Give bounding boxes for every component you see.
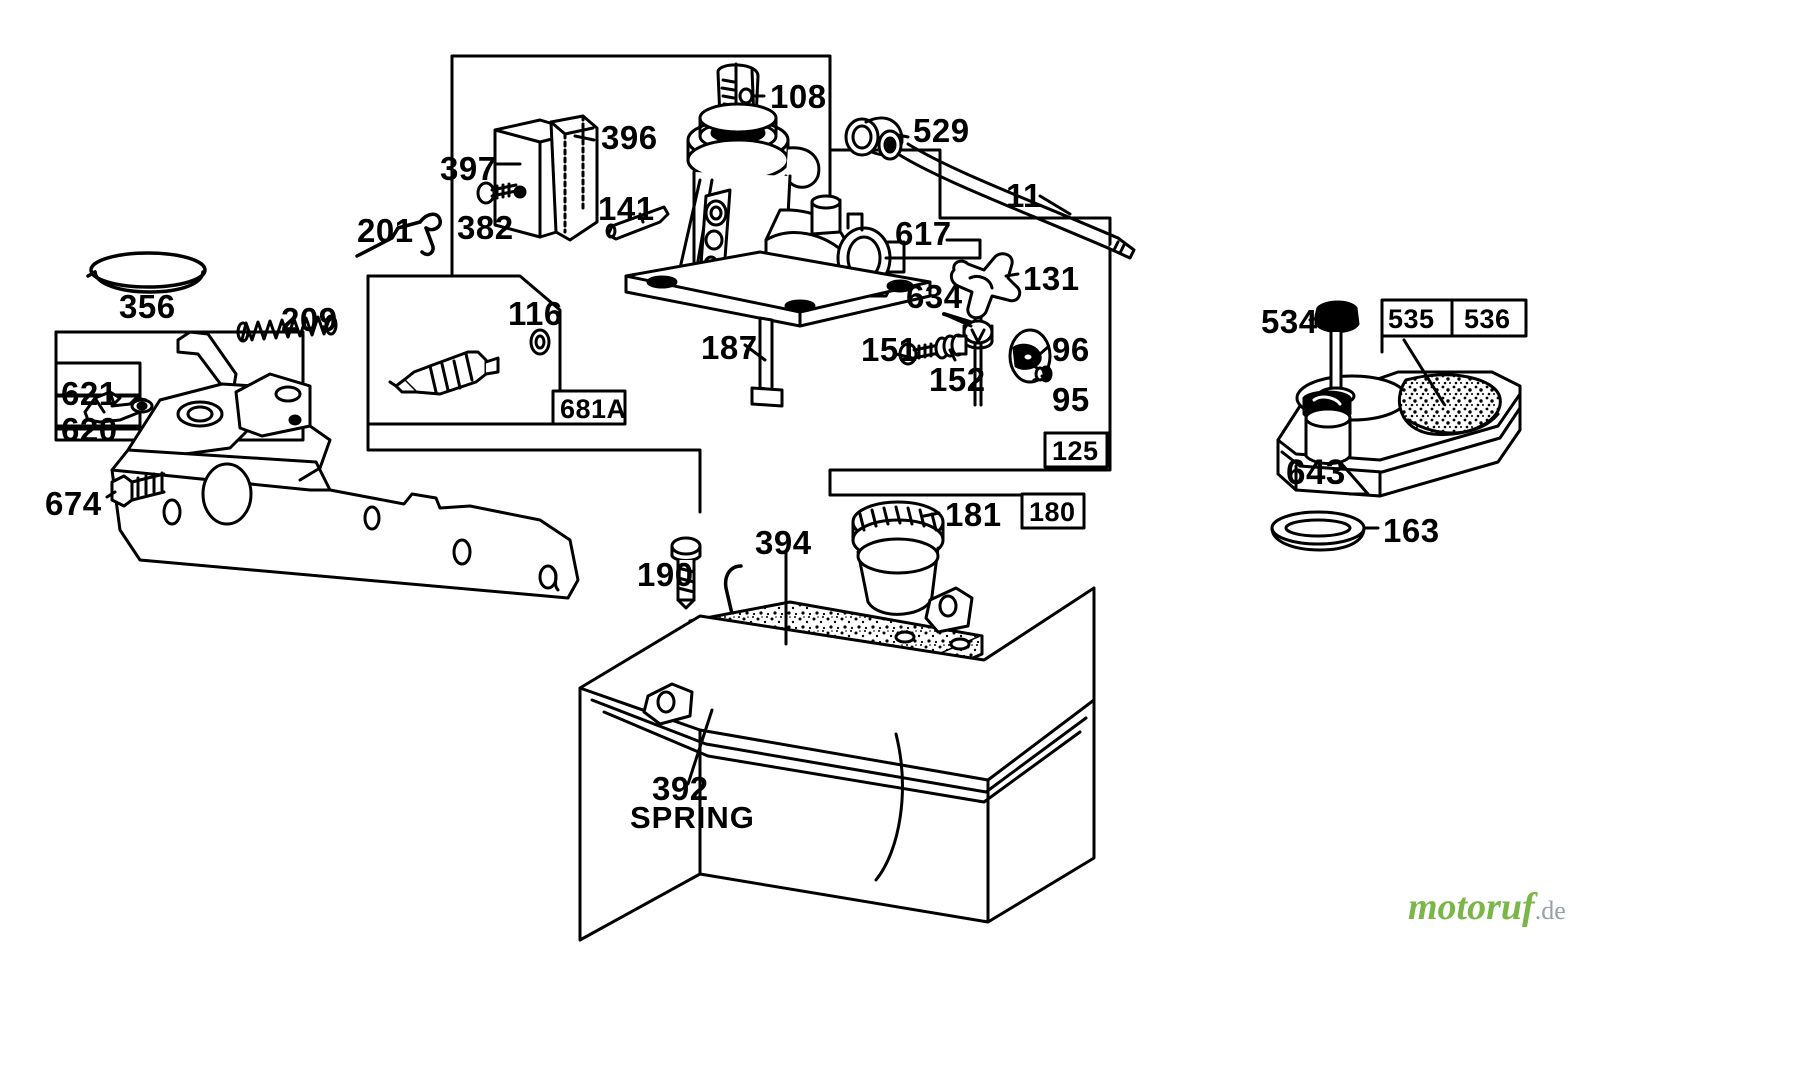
callout-190: 190 bbox=[637, 556, 694, 593]
part-620-control-bracket bbox=[110, 330, 580, 600]
part-681A-spark-plug bbox=[388, 350, 500, 396]
part-190-screw bbox=[670, 536, 702, 610]
callout-620: 620 bbox=[61, 411, 118, 448]
callout-392: 392 bbox=[652, 770, 709, 807]
callout-116: 116 bbox=[508, 295, 563, 332]
part-152-idle-spring bbox=[934, 333, 968, 360]
part-163-gasket bbox=[1270, 510, 1380, 552]
callout-396: 396 bbox=[601, 119, 658, 156]
part-621-clip bbox=[83, 390, 148, 424]
callout-187: 187 bbox=[701, 329, 758, 366]
callout-96: 96 bbox=[1052, 331, 1090, 368]
watermark: motoruf.de bbox=[1408, 885, 1566, 929]
callout-leader-lines bbox=[105, 94, 1320, 786]
part-529-elbow-fitting bbox=[844, 116, 904, 161]
boxed-label-535: 535 bbox=[1388, 304, 1435, 334]
part-382-screw bbox=[476, 181, 518, 205]
callout-209: 209 bbox=[281, 301, 338, 338]
part-674-screw bbox=[110, 471, 166, 508]
boxed-label-125: 125 bbox=[1052, 436, 1099, 466]
callout-356: 356 bbox=[119, 288, 176, 325]
callout-529: 529 bbox=[913, 112, 970, 149]
part-180-fuel-tank bbox=[578, 586, 1096, 942]
part-96-washer bbox=[1008, 328, 1052, 384]
part-396-diaphragm bbox=[549, 114, 599, 242]
callout-201: 201 bbox=[357, 212, 414, 249]
watermark-suffix: .de bbox=[1534, 896, 1566, 925]
callout-95: 95 bbox=[1052, 381, 1090, 418]
part-356-o-ring bbox=[86, 251, 207, 294]
part-536-air-cleaner-assembly bbox=[1276, 300, 1522, 498]
part-201-link-wire bbox=[355, 212, 442, 258]
callout-621: 621 bbox=[61, 375, 118, 412]
part-209-spring bbox=[236, 314, 338, 343]
part-181-fuel-cap bbox=[851, 500, 945, 616]
callout-634: 634 bbox=[906, 278, 963, 315]
callout-674: 674 bbox=[45, 485, 102, 522]
callout-152: 152 bbox=[929, 361, 986, 398]
callout-131: 131 bbox=[1023, 260, 1080, 297]
callout-394: 394 bbox=[755, 524, 812, 561]
part-116-gasket-ring bbox=[529, 328, 551, 356]
part-11-fuel-line bbox=[896, 142, 1136, 260]
part-125-carburetor-body bbox=[624, 102, 932, 408]
callout-643: 643 bbox=[1286, 453, 1346, 492]
callout-108: 108 bbox=[770, 78, 827, 115]
part-141-dowel-pin bbox=[605, 205, 670, 241]
watermark-brand: motoruf bbox=[1408, 886, 1535, 928]
callout-11: 11 bbox=[1006, 177, 1042, 214]
group-outline-535 bbox=[1380, 298, 1528, 338]
boxed-label-536: 536 bbox=[1464, 304, 1511, 334]
boxed-label-681A: 681A bbox=[560, 394, 627, 424]
callout-392-spring-word: SPRING bbox=[630, 800, 755, 835]
callout-163: 163 bbox=[1383, 512, 1440, 549]
callout-534: 534 bbox=[1261, 303, 1318, 340]
group-outline-681A bbox=[366, 274, 562, 426]
callout-382: 382 bbox=[457, 209, 514, 246]
callout-181: 181 bbox=[945, 496, 1002, 533]
callout-397: 397 bbox=[440, 150, 497, 187]
callout-617: 617 bbox=[895, 215, 952, 252]
callout-141: 141 bbox=[598, 190, 655, 227]
boxed-label-180: 180 bbox=[1029, 497, 1076, 527]
callout-151: 151 bbox=[861, 331, 918, 368]
